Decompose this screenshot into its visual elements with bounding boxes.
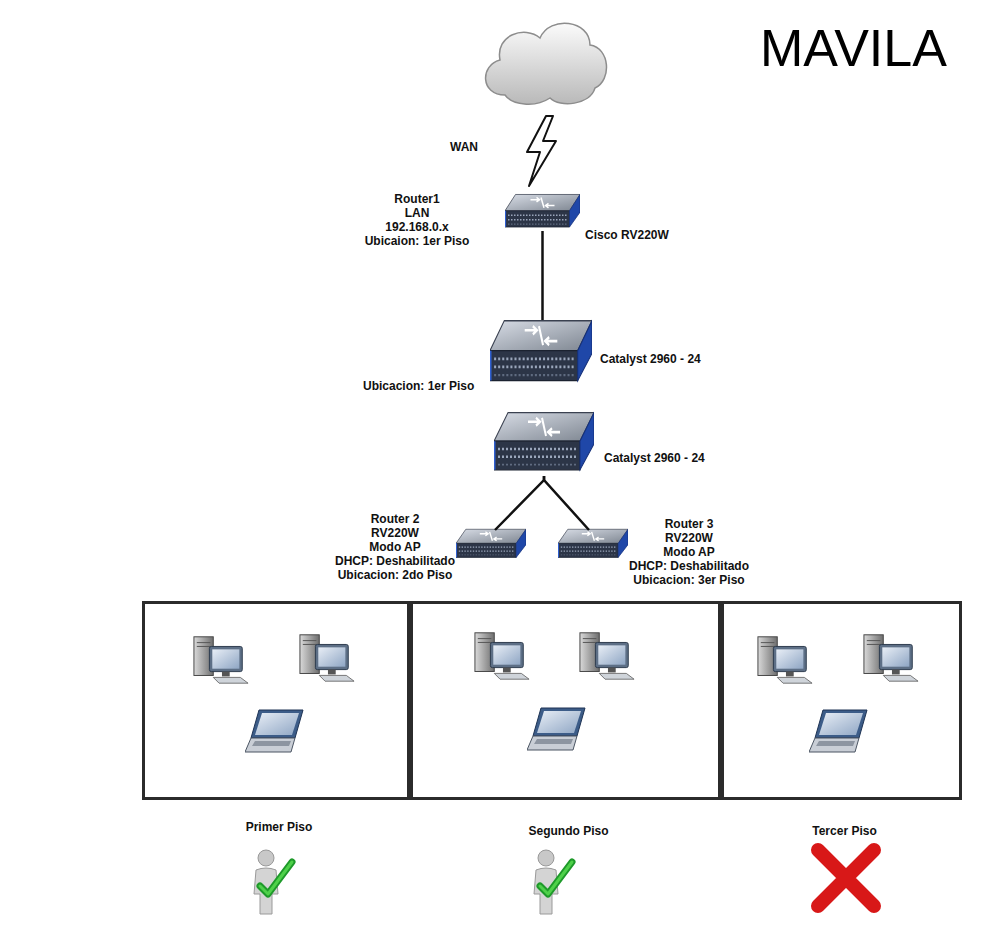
device-label: Router 2 RV220W Modo AP DHCP: Deshabilit… bbox=[330, 512, 460, 582]
floor-name: Primer Piso bbox=[145, 820, 413, 834]
network-device: Router1 LAN 192.168.0.x Ubicaion: 1er Pi… bbox=[505, 193, 580, 230]
annotation-label: Ubicacion: 1er Piso bbox=[363, 379, 474, 393]
network-device: Router 3 RV220W Modo AP DHCP: Deshabilit… bbox=[558, 528, 628, 560]
diagram-title: MAVILA bbox=[760, 20, 947, 76]
network-device: Router 2 RV220W Modo AP DHCP: Deshabilit… bbox=[456, 528, 526, 560]
floor-name: Tercer Piso bbox=[724, 824, 965, 838]
device-label: Cisco RV220W bbox=[585, 228, 695, 242]
network-device: Catalyst 2960 - 24 bbox=[494, 410, 594, 475]
device-label: Router 3 RV220W Modo AP DHCP: Deshabilit… bbox=[624, 517, 754, 587]
network-link bbox=[544, 476, 589, 530]
floor-area: Primer Piso bbox=[142, 601, 410, 800]
floor-area: Segundo Piso bbox=[410, 601, 721, 800]
network-link bbox=[541, 231, 544, 320]
floor-name: Segundo Piso bbox=[413, 824, 724, 838]
network-device: Catalyst 2960 - 24 bbox=[490, 318, 592, 386]
device-label: Catalyst 2960 - 24 bbox=[600, 352, 730, 366]
network-link bbox=[495, 476, 544, 530]
device-label: Router1 LAN 192.168.0.x Ubicaion: 1er Pi… bbox=[355, 192, 479, 248]
floor-area: Tercer Piso bbox=[721, 601, 962, 800]
annotation-label: WAN bbox=[450, 140, 478, 154]
device-label: Catalyst 2960 - 24 bbox=[604, 451, 734, 465]
